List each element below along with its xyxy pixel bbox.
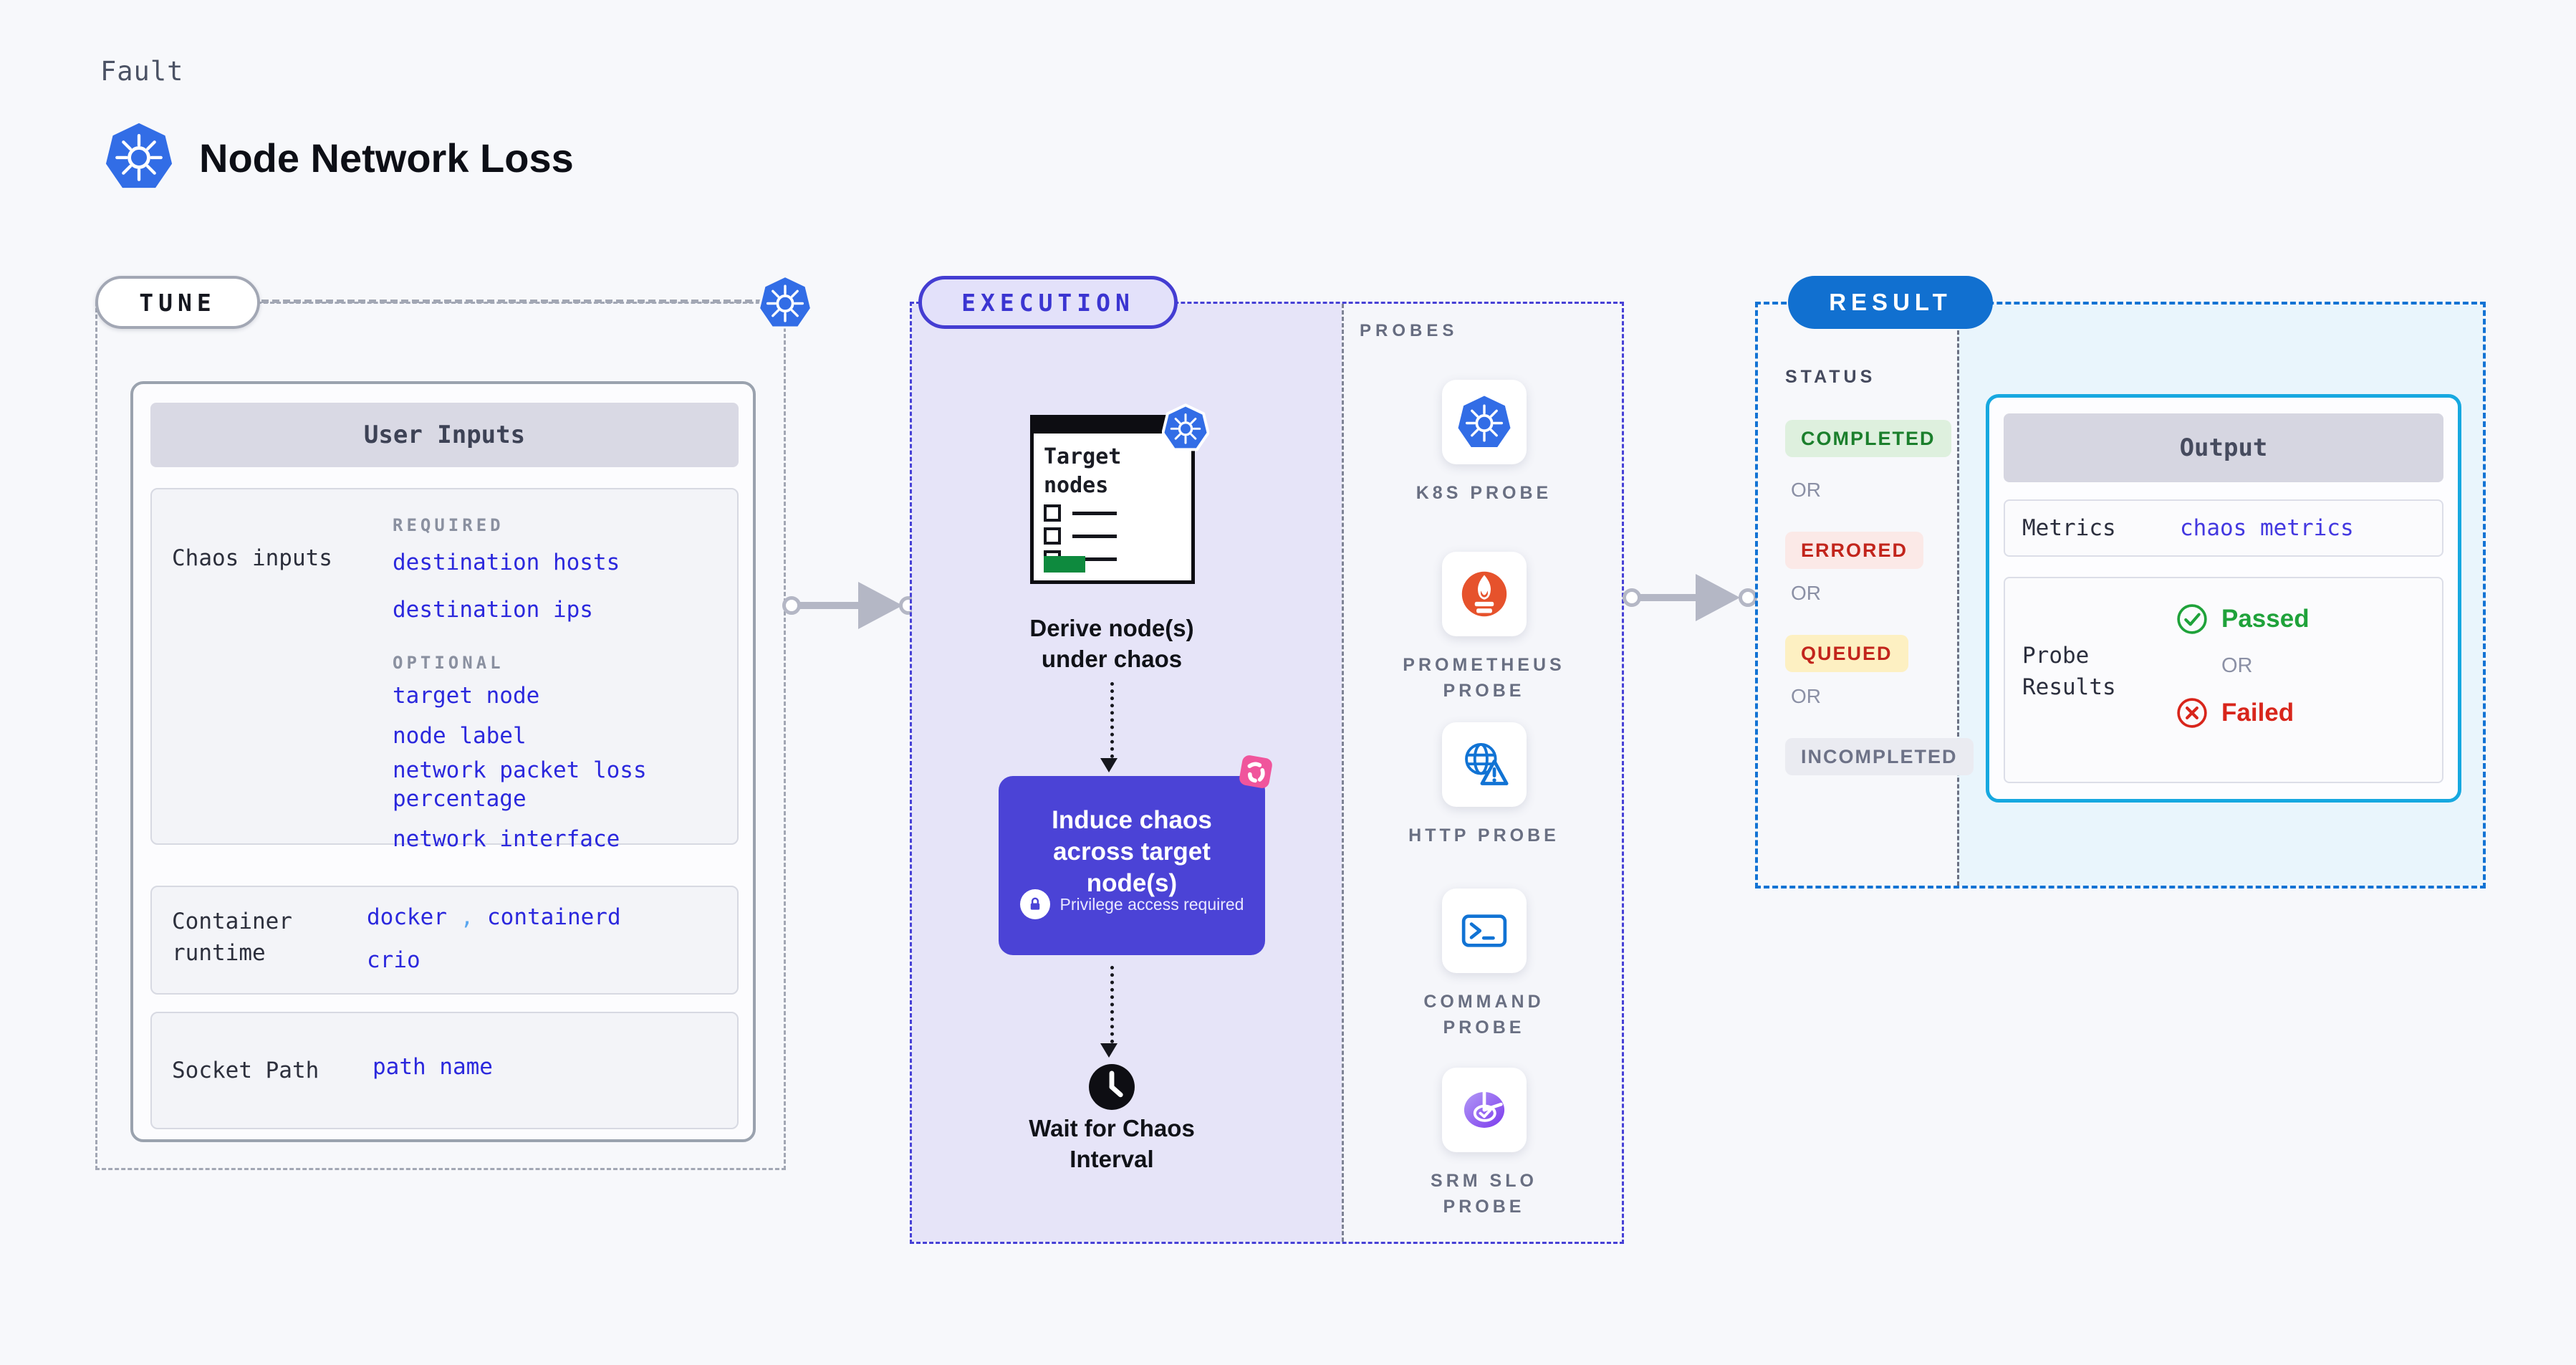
probes-heading: PROBES <box>1360 321 1458 340</box>
container-runtime-label: Container runtime <box>172 909 292 966</box>
clock-icon <box>1087 1063 1136 1111</box>
step-wait-label: Wait for Chaos Interval <box>1029 1115 1195 1172</box>
status-badge-queued: QUEUED <box>1785 635 1908 672</box>
result-section-badge: RESULT <box>1788 276 1993 329</box>
failed-label: Failed <box>2221 699 2294 727</box>
chaos-inputs-row: Chaos inputs REQUIRED destination hosts … <box>150 488 739 852</box>
output-card: Output Metrics chaos metrics Probe Resul… <box>1986 394 2461 803</box>
page-title: Node Network Loss <box>199 135 574 181</box>
probe-results-label: Probe Results <box>2022 643 2116 700</box>
execution-section-badge: EXECUTION <box>918 276 1178 329</box>
status-badge-incompleted: INCOMPLETED <box>1785 738 1974 775</box>
status-or-separator: OR <box>1791 479 1821 501</box>
status-badge-completed: COMPLETED <box>1785 420 1951 457</box>
container-runtime-row: Container runtime docker , containerd cr… <box>150 886 739 995</box>
privilege-note: Privilege access required <box>999 889 1265 919</box>
title-row: Node Network Loss <box>105 120 574 196</box>
verdict-or-separator: OR <box>2221 654 2253 677</box>
runtime-separator: , <box>460 904 474 930</box>
required-heading: REQUIRED <box>393 515 504 535</box>
x-circle-icon <box>2177 698 2207 728</box>
user-inputs-card: User Inputs Chaos inputs REQUIRED destin… <box>130 381 756 1142</box>
probe-k8s[interactable]: K8S PROBE <box>1344 380 1624 506</box>
metrics-label: Metrics <box>2022 515 2116 541</box>
target-nodes-card: Target nodes <box>1030 415 1195 584</box>
probe-command[interactable]: COMMAND PROBE <box>1344 889 1624 1040</box>
user-inputs-title: User Inputs <box>150 403 739 467</box>
tune-section-badge: TUNE <box>95 276 260 329</box>
probe-http[interactable]: HTTP PROBE <box>1344 722 1624 848</box>
selected-node-bar <box>1044 556 1085 573</box>
socket-path-row: Socket Path path name <box>150 1012 739 1129</box>
probe-label: HTTP PROBE <box>1408 825 1559 846</box>
runtime-value-containerd[interactable]: containerd <box>487 904 621 930</box>
probe-srm-slo[interactable]: SRM SLO PROBE <box>1344 1068 1624 1220</box>
runtime-value-crio[interactable]: crio <box>367 947 420 973</box>
probe-prometheus[interactable]: PROMETHEUS PROBE <box>1344 552 1624 704</box>
result-section-outline <box>1755 302 2486 889</box>
status-or-separator: OR <box>1791 582 1821 604</box>
step-derive-label: Derive node(s) under chaos <box>1029 615 1194 672</box>
input-link-node-label[interactable]: node label <box>393 723 527 749</box>
tune-section-outline <box>95 302 786 1170</box>
probe-label: COMMAND PROBE <box>1423 992 1544 1038</box>
tune-connector-line <box>261 300 763 303</box>
kubernetes-icon <box>105 120 173 196</box>
passed-label: Passed <box>2221 605 2310 633</box>
input-link-destination-hosts[interactable]: destination hosts <box>393 550 620 575</box>
output-title: Output <box>2004 413 2443 482</box>
chaos-inputs-values: REQUIRED destination hosts destination i… <box>393 499 729 853</box>
prometheus-icon <box>1441 552 1527 636</box>
socket-path-value[interactable]: path name <box>373 1054 493 1080</box>
node-list-item <box>1044 504 1117 522</box>
chaos-inputs-label: Chaos inputs <box>172 545 332 571</box>
status-badge-errored: ERRORED <box>1785 532 1924 569</box>
verdict-failed: Failed <box>2176 696 2310 729</box>
socket-path-label: Socket Path <box>172 1058 319 1083</box>
target-card-titlebar <box>1033 418 1192 434</box>
probes-panel: PROBES K8S PROBE <box>1344 304 1624 1242</box>
probes-divider <box>1342 304 1344 1242</box>
kubernetes-icon <box>1161 403 1210 453</box>
terminal-icon <box>1441 889 1527 973</box>
probe-label: K8S PROBE <box>1416 483 1552 503</box>
status-divider <box>1957 305 1959 886</box>
verdict-passed: Passed <box>2176 603 2310 636</box>
target-nodes-title: Target nodes <box>1044 444 1122 498</box>
input-link-target-node[interactable]: target node <box>393 683 540 709</box>
status-heading: STATUS <box>1785 367 1876 387</box>
http-globe-icon <box>1441 722 1527 807</box>
probe-label: PROMETHEUS PROBE <box>1403 655 1565 701</box>
slo-gauge-icon <box>1441 1068 1527 1152</box>
input-link-network-interface[interactable]: network interface <box>393 826 620 852</box>
probe-label: SRM SLO PROBE <box>1431 1171 1537 1217</box>
probe-results-row: Probe Results Passed OR Faile <box>2004 577 2443 783</box>
litmus-chaos-icon <box>1234 749 1278 794</box>
metrics-value-link[interactable]: chaos metrics <box>2180 515 2354 541</box>
check-circle-icon <box>2177 604 2207 634</box>
fault-kicker: Fault <box>100 56 184 87</box>
kubernetes-icon <box>1441 380 1527 464</box>
privilege-note-label: Privilege access required <box>1059 894 1244 914</box>
probe-results-values: Passed OR Failed <box>2176 603 2310 729</box>
node-list-item <box>1044 527 1117 545</box>
metrics-row: Metrics chaos metrics <box>2004 499 2443 557</box>
input-link-network-packet-loss-percentage[interactable]: network packet loss percentage <box>393 757 647 812</box>
induce-chaos-box: Induce chaos across target node(s) Privi… <box>999 776 1265 955</box>
lock-icon <box>1019 889 1050 919</box>
status-or-separator: OR <box>1791 685 1821 707</box>
runtime-value-docker[interactable]: docker <box>367 904 447 930</box>
step-induce-label: Induce chaos across target node(s) <box>1052 806 1212 897</box>
optional-heading: OPTIONAL <box>393 653 504 673</box>
execution-section-outline <box>910 302 1624 1244</box>
kubernetes-icon <box>757 273 813 332</box>
input-link-destination-ips[interactable]: destination ips <box>393 597 593 623</box>
container-runtime-values: docker , containerd crio <box>367 887 621 993</box>
